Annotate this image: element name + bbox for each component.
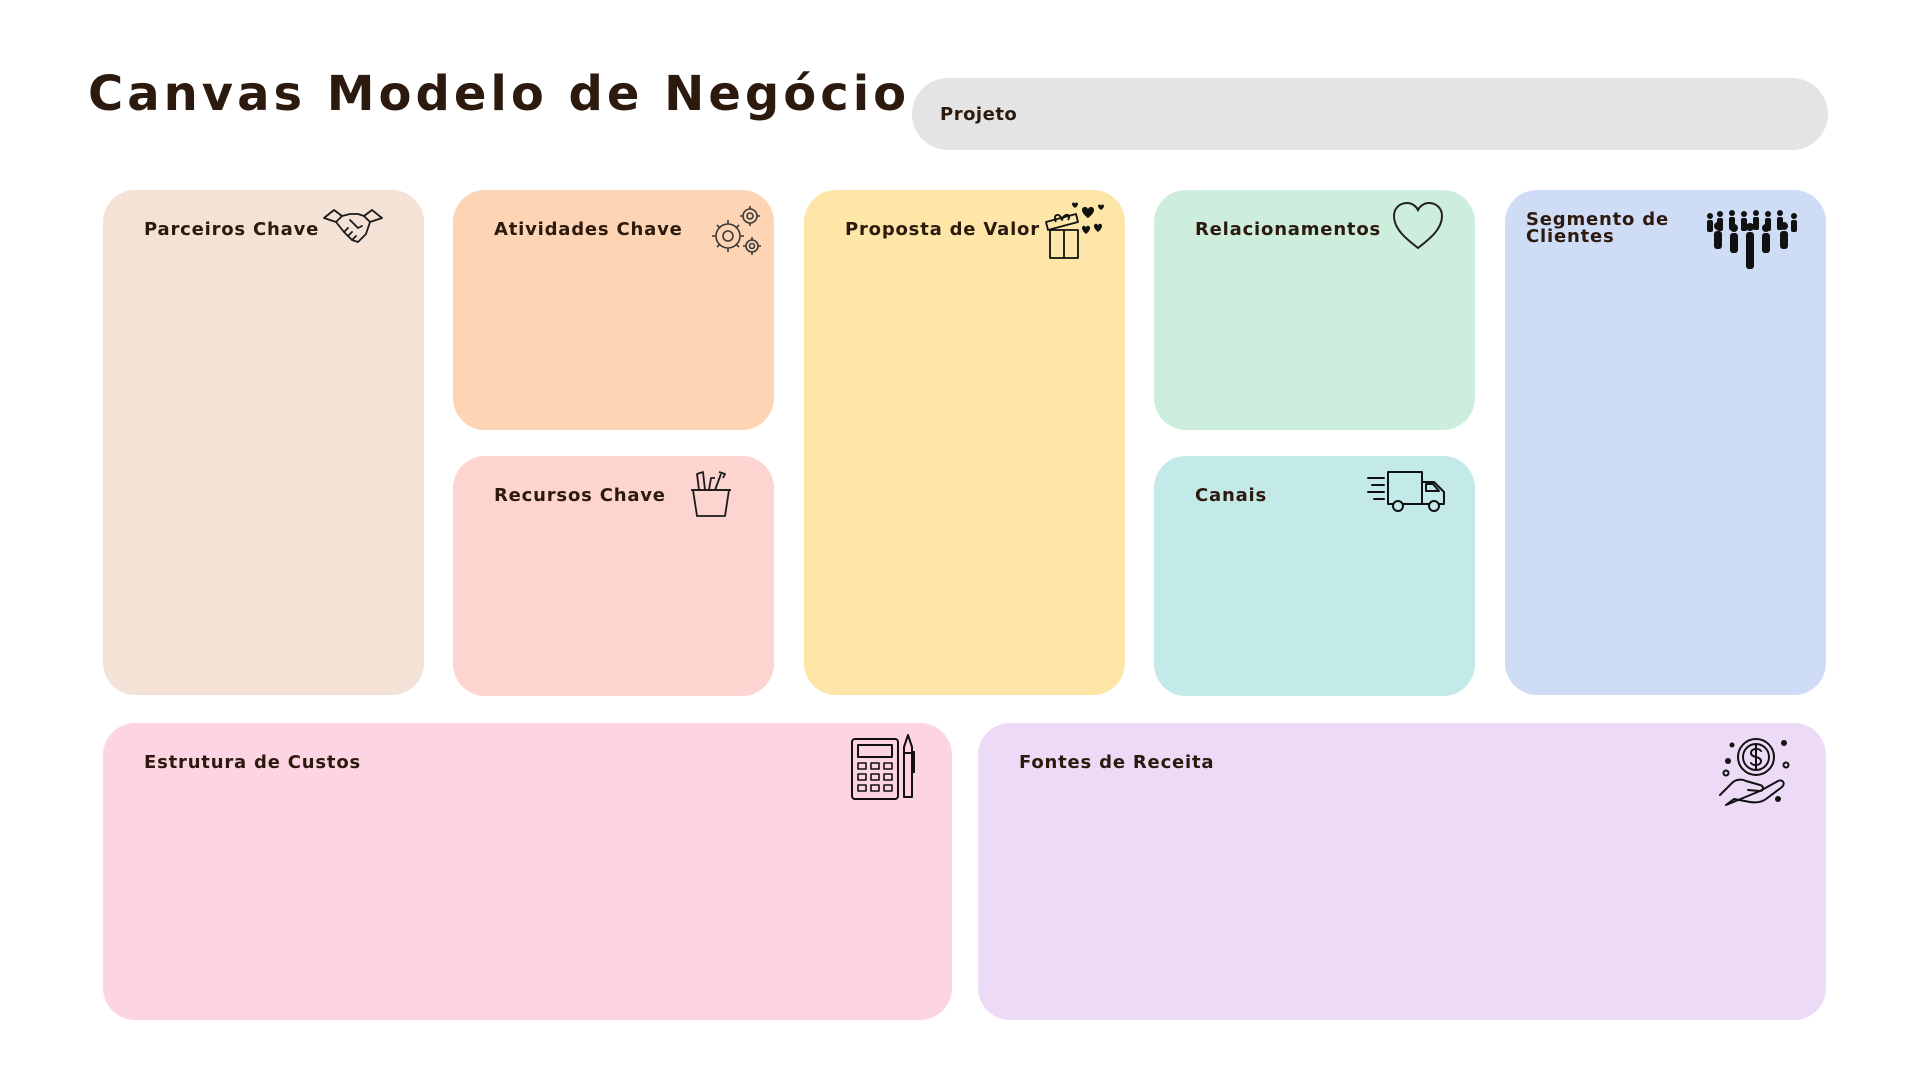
- page-title: Canvas Modelo de Negócio: [88, 66, 911, 122]
- card-label: Relacionamentos: [1195, 219, 1382, 240]
- card-label: Recursos Chave: [494, 485, 666, 506]
- calculator-icon: [848, 733, 918, 803]
- handshake-icon: [322, 206, 384, 250]
- toolbox-icon: [685, 468, 737, 520]
- card-label: Fontes de Receita: [1019, 752, 1215, 773]
- card-relacionamentos[interactable]: Relacionamentos: [1154, 190, 1475, 430]
- card-estrutura-de-custos[interactable]: Estrutura de Custos: [103, 723, 952, 1020]
- card-parceiros-chave[interactable]: Parceiros Chave: [103, 190, 424, 695]
- card-segmento-de-clientes[interactable]: Segmento de Clientes: [1505, 190, 1826, 695]
- crowd-icon: [1704, 208, 1802, 270]
- card-proposta-de-valor[interactable]: Proposta de Valor: [804, 190, 1125, 695]
- card-label: Segmento de Clientes: [1526, 209, 1669, 247]
- card-label: Proposta de Valor: [845, 219, 1040, 240]
- card-label: Canais: [1195, 485, 1268, 506]
- card-atividades-chave[interactable]: Atividades Chave: [453, 190, 774, 430]
- card-canais[interactable]: Canais: [1154, 456, 1475, 696]
- card-label: Atividades Chave: [494, 219, 683, 240]
- card-label: Parceiros Chave: [144, 219, 320, 240]
- card-recursos-chave[interactable]: Recursos Chave: [453, 456, 774, 696]
- card-label: Estrutura de Custos: [144, 752, 361, 773]
- delivery-truck-icon: [1366, 468, 1450, 516]
- project-label: Projeto: [940, 103, 1018, 125]
- project-field[interactable]: Projeto: [912, 78, 1828, 150]
- gears-icon: [706, 202, 764, 260]
- card-fontes-de-receita[interactable]: Fontes de Receita: [978, 723, 1826, 1020]
- gift-hearts-icon: [1042, 200, 1106, 264]
- money-hand-icon: [1716, 733, 1796, 813]
- heart-icon: [1390, 200, 1446, 252]
